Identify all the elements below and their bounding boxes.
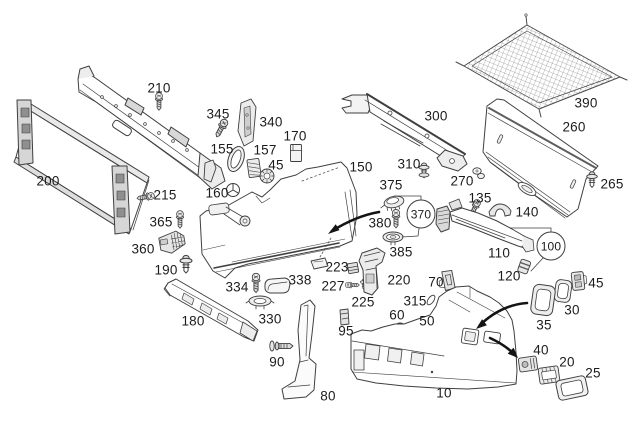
part-crossmember-drawing	[77, 65, 226, 190]
part-number-label-330[interactable]: 330	[258, 311, 282, 327]
part-number-label-20[interactable]: 20	[559, 354, 575, 370]
part-number-label-270[interactable]: 270	[450, 173, 474, 189]
small-bracket-drawing	[203, 159, 217, 183]
pointer-arrow-3	[488, 336, 518, 358]
part-number-label-110[interactable]: 110	[487, 245, 511, 261]
part-385-drawing	[382, 231, 404, 246]
part-number-label-10[interactable]: 10	[436, 385, 452, 401]
part-number-label-365[interactable]: 365	[149, 214, 173, 230]
part-160-drawing	[226, 183, 240, 197]
part-40-drawing	[517, 355, 539, 373]
part-338-drawing	[264, 277, 291, 294]
part-number-label-225[interactable]: 225	[351, 294, 375, 310]
part-number-label-227[interactable]: 227	[321, 278, 345, 294]
part-number-label-25[interactable]: 25	[585, 365, 601, 381]
pointer-arrow-2	[476, 301, 529, 329]
part-170-drawing	[290, 144, 302, 162]
part-number-label-70[interactable]: 70	[428, 274, 444, 290]
part-number-label-45[interactable]: 45	[268, 157, 284, 173]
part-45-front-drawing	[259, 168, 275, 184]
part-200-drawing	[13, 99, 150, 235]
part-number-label-40[interactable]: 40	[533, 342, 549, 358]
part-180-drawing	[163, 278, 259, 342]
part-number-label-170[interactable]: 170	[283, 128, 307, 144]
part-110-drawing	[435, 198, 535, 253]
part-number-label-45[interactable]: 45	[588, 275, 604, 291]
part-150-drawing	[199, 161, 358, 279]
part-20-drawing	[537, 365, 561, 385]
part-number-label-140[interactable]: 140	[515, 204, 539, 220]
part-260-drawing	[482, 98, 599, 219]
part-90-drawing	[269, 340, 294, 352]
pointer-arrow-1	[328, 210, 381, 234]
part-number-label-35[interactable]: 35	[536, 317, 552, 333]
part-220-drawing	[358, 247, 386, 296]
part-number-label-380[interactable]: 380	[368, 215, 392, 231]
part-number-label-265[interactable]: 265	[600, 176, 624, 192]
part-number-label-338[interactable]: 338	[288, 272, 312, 288]
part-number-label-180[interactable]: 180	[181, 313, 205, 329]
part-number-label-160[interactable]: 160	[205, 185, 229, 201]
part-number-label-190[interactable]: 190	[154, 262, 178, 278]
part-10-drawing	[350, 285, 518, 390]
part-number-label-375[interactable]: 375	[379, 177, 403, 193]
part-310-drawing	[418, 162, 430, 179]
part-number-label-385[interactable]: 385	[389, 244, 413, 260]
part-140-drawing	[488, 203, 512, 217]
part-number-label-60[interactable]: 60	[389, 307, 405, 323]
part-330-drawing	[245, 295, 275, 310]
part-number-label-220[interactable]: 220	[387, 272, 411, 288]
part-number-label-360[interactable]: 360	[131, 241, 155, 257]
part-number-label-30[interactable]: 30	[564, 302, 580, 318]
part-95-drawing	[339, 308, 350, 326]
part-number-label-223[interactable]: 223	[325, 259, 349, 275]
part-number-label-100[interactable]: 100	[536, 231, 566, 261]
part-number-label-155[interactable]: 155	[210, 141, 234, 157]
part-315-drawing	[426, 294, 436, 306]
part-number-label-310[interactable]: 310	[397, 156, 421, 172]
part-number-label-200[interactable]: 200	[36, 173, 60, 189]
part-375-drawing	[380, 195, 405, 212]
part-number-label-300[interactable]: 300	[424, 108, 448, 124]
part-number-label-157[interactable]: 157	[253, 142, 277, 158]
part-number-label-334[interactable]: 334	[225, 279, 249, 295]
part-300-drawing	[341, 93, 468, 172]
part-223-drawing	[346, 261, 360, 275]
part-number-label-90[interactable]: 90	[269, 354, 285, 370]
part-number-label-315[interactable]: 315	[403, 293, 427, 309]
part-155-drawing	[227, 146, 245, 172]
part-number-label-120[interactable]: 120	[497, 268, 521, 284]
part-30-drawing	[553, 279, 573, 303]
part-35-drawing	[530, 283, 556, 317]
part-number-label-370[interactable]: 370	[406, 199, 436, 229]
part-25-drawing	[555, 375, 589, 401]
part-number-label-50[interactable]: 50	[419, 313, 435, 329]
part-number-label-80[interactable]: 80	[320, 388, 336, 404]
part-number-label-135[interactable]: 135	[468, 190, 492, 206]
part-number-label-340[interactable]: 340	[259, 114, 283, 130]
part-360-drawing	[158, 230, 186, 254]
part-270-drawing	[472, 167, 485, 180]
part-80-drawing	[281, 299, 317, 400]
mercedes-star-icon	[226, 183, 240, 194]
part-157-drawing	[246, 157, 262, 179]
part-120-drawing	[517, 258, 531, 275]
part-number-label-215[interactable]: 215	[153, 187, 177, 203]
part-number-label-95[interactable]: 95	[338, 323, 354, 339]
part-340-drawing	[237, 98, 257, 147]
part-number-label-210[interactable]: 210	[147, 80, 171, 96]
part-number-label-390[interactable]: 390	[574, 95, 598, 111]
part-number-label-260[interactable]: 260	[562, 119, 586, 135]
part-number-label-150[interactable]: 150	[349, 159, 373, 175]
part-45-rear-drawing	[570, 271, 588, 291]
part-390-drawing	[455, 13, 628, 118]
part-number-label-345[interactable]: 345	[206, 106, 230, 122]
